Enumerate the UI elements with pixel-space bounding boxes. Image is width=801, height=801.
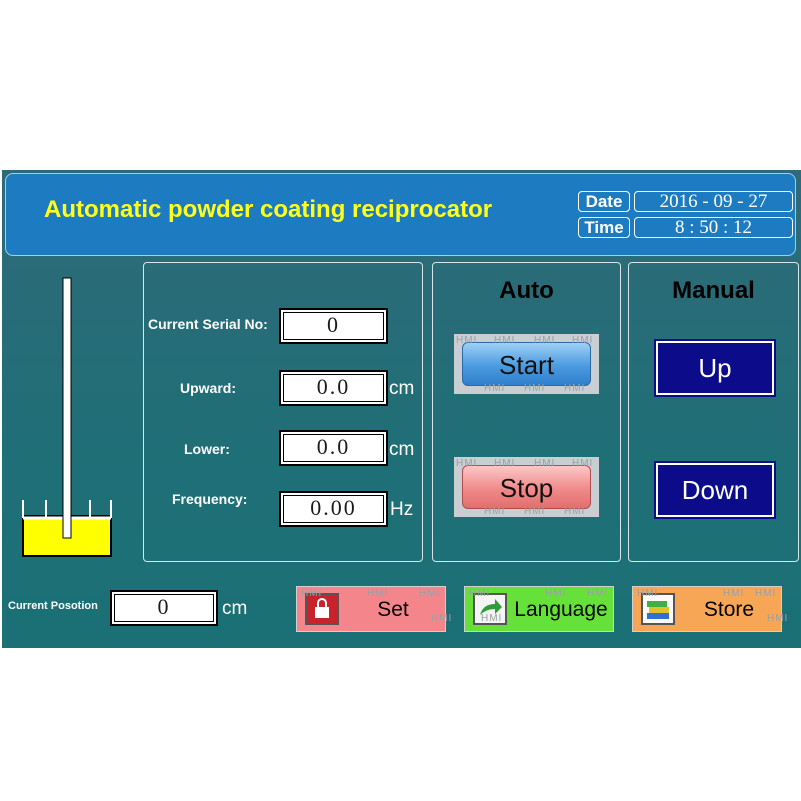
upward-unit: cm: [389, 378, 415, 399]
down-button[interactable]: Down: [654, 461, 776, 519]
watermark: HMI: [572, 335, 594, 346]
stop-button-face: Stop: [462, 465, 591, 509]
language-button[interactable]: HMI HMI HMI HMI Language: [464, 586, 614, 632]
lock-icon: [305, 593, 339, 625]
lower-unit: cm: [389, 439, 415, 460]
position-unit: cm: [222, 598, 248, 619]
watermark: HMI: [545, 588, 567, 599]
watermark: HMI: [481, 613, 503, 624]
upward-label: Upward:: [180, 380, 236, 396]
reciprocator-rod: [62, 277, 72, 539]
frequency-input[interactable]: 0.00: [279, 491, 388, 527]
store-label: Store: [703, 598, 755, 621]
reciprocator-graphic: [22, 277, 112, 557]
start-button-face: Start: [462, 342, 591, 386]
stop-button[interactable]: Stop HMI HMI HMI HMI HMI HMI HMI: [454, 457, 599, 517]
watermark: HMI: [524, 506, 546, 517]
watermark: HMI: [494, 335, 516, 346]
watermark: HMI: [419, 588, 441, 599]
header-bar: [5, 173, 796, 256]
watermark: HMI: [456, 335, 478, 346]
watermark: HMI: [431, 613, 453, 624]
store-button[interactable]: HMI HMI HMI HMI Store: [632, 586, 787, 632]
lower-input[interactable]: 0.0: [279, 430, 388, 466]
watermark: HMI: [524, 383, 546, 394]
watermark: HMI: [534, 335, 556, 346]
watermark: HMI: [572, 458, 594, 469]
watermark: HMI: [637, 588, 659, 599]
time-label: Time: [578, 217, 630, 238]
stop-label: Stop: [499, 473, 554, 503]
manual-title: Manual: [672, 277, 755, 304]
frequency-unit: Hz: [390, 499, 414, 520]
language-label: Language: [514, 598, 608, 621]
time-display: 8 : 50 : 12: [634, 217, 793, 238]
watermark: HMI: [367, 588, 389, 599]
page-title: Automatic powder coating reciprocator: [44, 196, 493, 223]
watermark: HMI: [587, 588, 609, 599]
auto-title: Auto: [499, 277, 554, 304]
books-icon: [641, 593, 675, 625]
serial-number-field: 0: [279, 308, 388, 344]
parameter-panel: [143, 262, 423, 562]
watermark: HMI: [723, 588, 745, 599]
auto-panel: [432, 262, 621, 562]
arrow-icon: [473, 593, 507, 625]
serial-label: Current Serial No:: [148, 316, 268, 332]
set-label: Set: [377, 598, 409, 621]
manual-panel: [628, 262, 799, 562]
start-button[interactable]: Start HMI HMI HMI HMI HMI HMI HMI: [454, 334, 599, 394]
watermark: HMI: [564, 383, 586, 394]
watermark: HMI: [301, 588, 323, 599]
watermark: HMI: [484, 383, 506, 394]
watermark: HMI: [494, 458, 516, 469]
date-display: 2016 - 09 - 27: [634, 191, 793, 212]
up-button[interactable]: Up: [654, 339, 776, 397]
watermark: HMI: [469, 588, 491, 599]
watermark: HMI: [456, 458, 478, 469]
date-label: Date: [578, 191, 630, 212]
start-label: Start: [499, 350, 554, 380]
watermark: HMI: [564, 506, 586, 517]
set-button[interactable]: HMI HMI HMI HMI Set: [296, 586, 451, 632]
frequency-label: Frequency:: [172, 491, 248, 507]
upward-input[interactable]: 0.0: [279, 370, 388, 406]
position-label: Current Posotion: [8, 600, 98, 612]
watermark: HMI: [767, 613, 789, 624]
lower-label: Lower:: [184, 441, 230, 457]
watermark: HMI: [534, 458, 556, 469]
watermark: HMI: [755, 588, 777, 599]
position-display: 0: [110, 590, 218, 626]
watermark: HMI: [484, 506, 506, 517]
